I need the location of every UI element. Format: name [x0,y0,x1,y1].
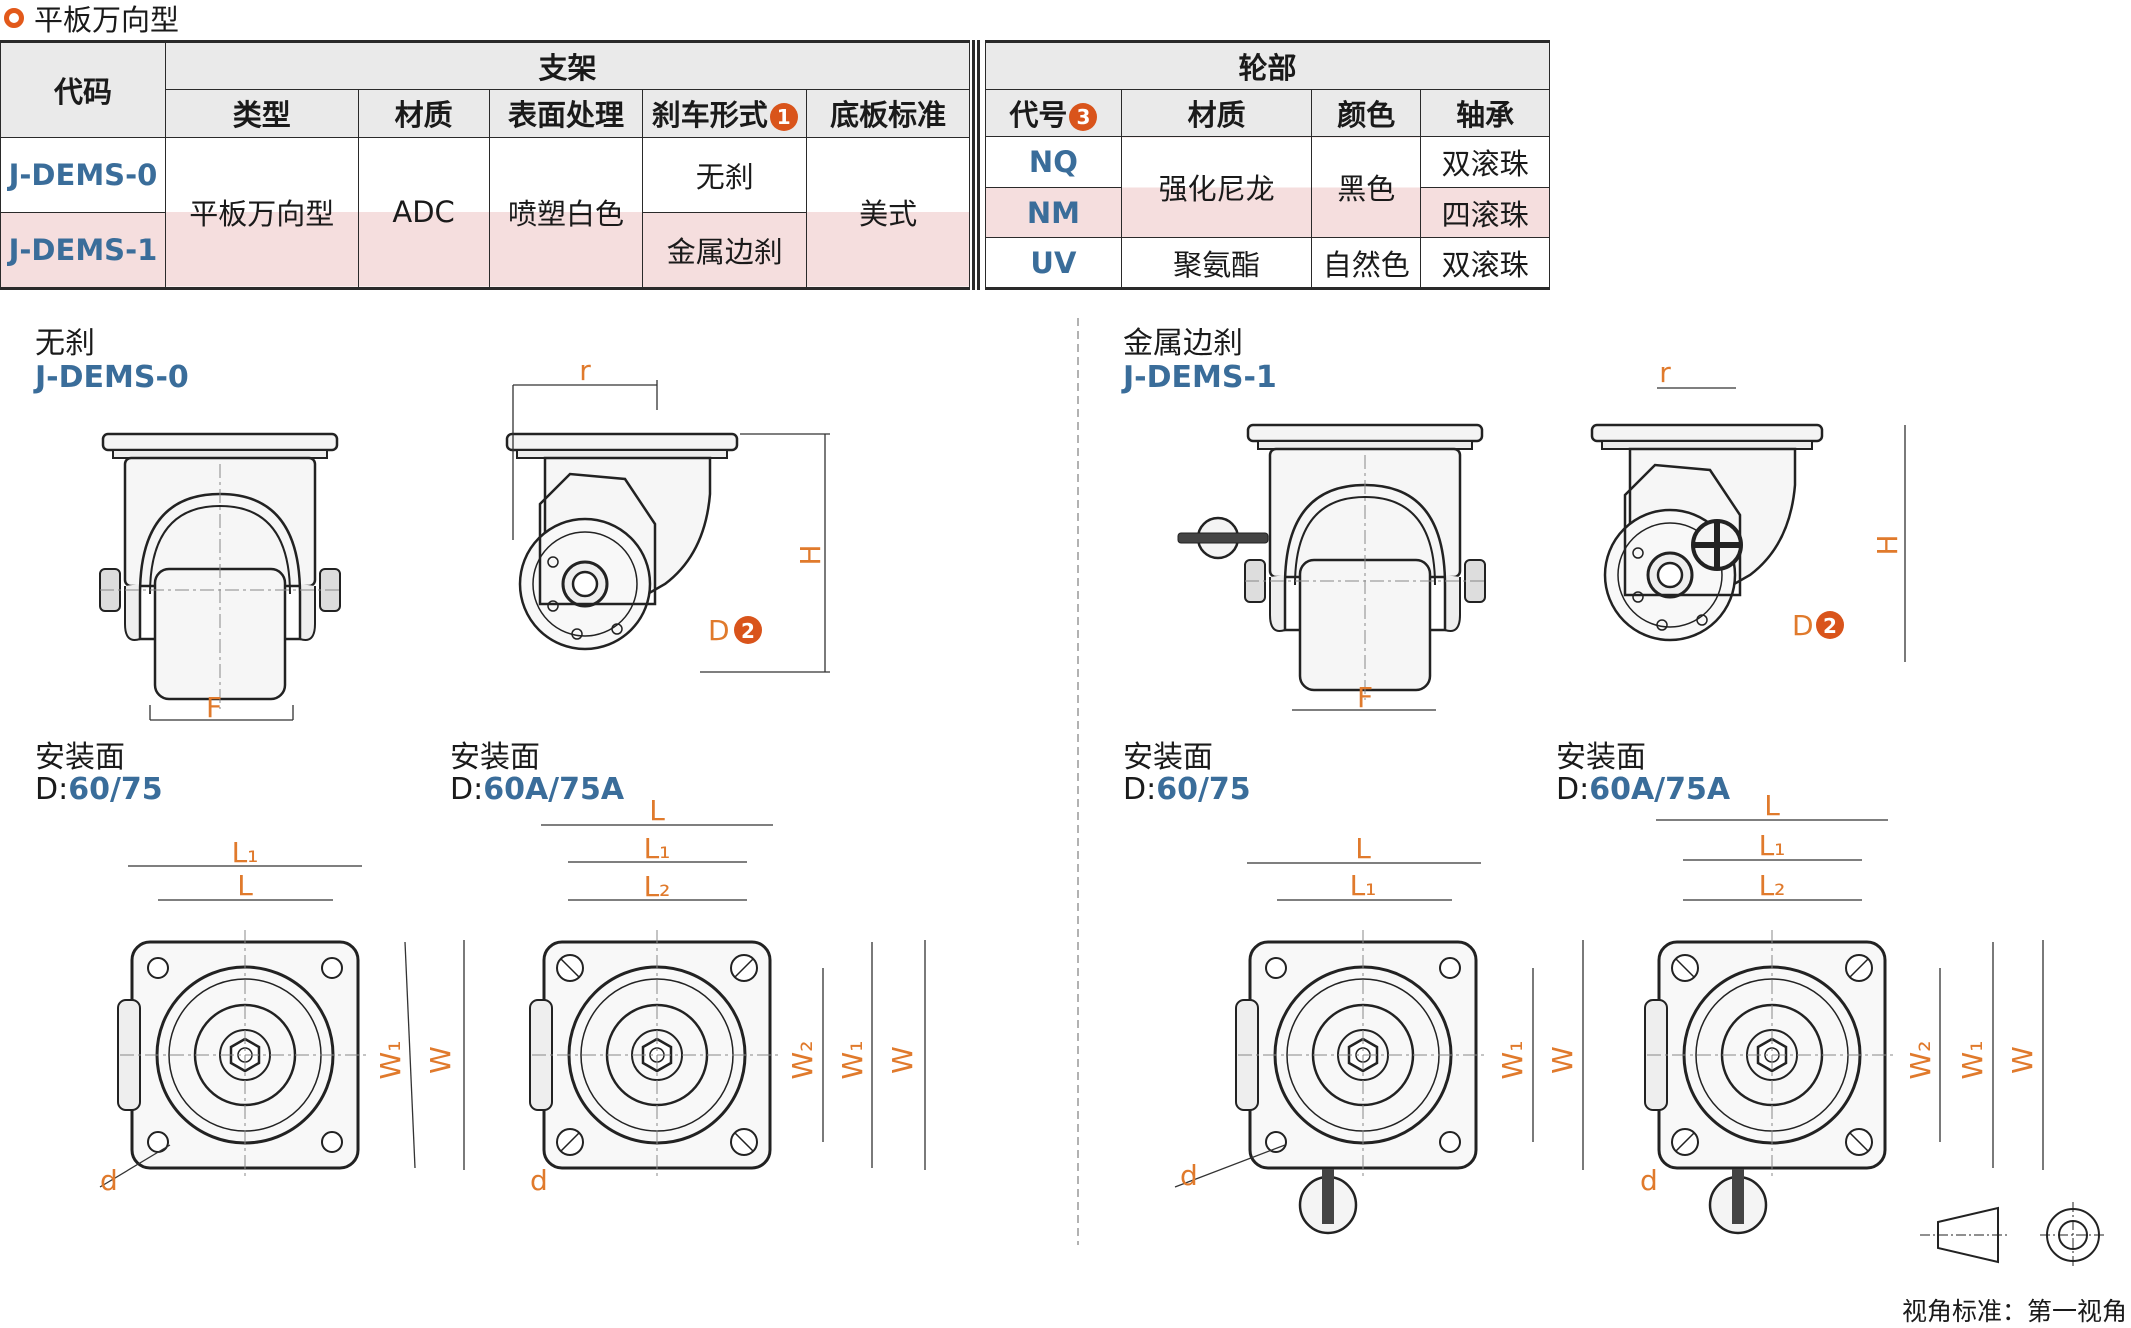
mount-values: 60/75 [68,772,163,807]
mount-values: 60/75 [1156,772,1251,807]
header-type: 类型 [164,88,359,138]
mount-size-a: D:60/75 [1123,772,1251,807]
table-divider [972,40,980,290]
material-cell: ADC [357,136,490,290]
dim-L1: L₁ [1759,829,1786,862]
plate-cell: 美式 [806,136,970,290]
dim-W: W [1546,1046,1579,1074]
code-cell: J-DEMS-0 [0,136,166,214]
header-wheel-material: 材质 [1120,88,1313,138]
mount-values: 60A/75A [483,772,625,807]
header-wheel-bearing: 轴承 [1420,88,1550,138]
note-badge-3: 3 [1069,102,1098,131]
wheel-bearing-cell: 双滚珠 [1420,237,1550,289]
mount-prefix: D: [450,772,484,807]
dim-L1: L₁ [644,832,671,865]
wheel-bearing-cell: 四滚珠 [1420,186,1550,239]
dim-W1: W₁ [1956,1041,1989,1080]
dim-L: L [649,794,665,827]
dim-W1: W₁ [836,1041,869,1080]
dim-W: W [2006,1046,2039,1074]
first-angle-projection-icon [1920,1202,2106,1268]
brake-lever [1177,516,1269,560]
dim-W1: W₁ [1496,1041,1529,1080]
dim-d: d [530,1164,548,1197]
dim-H: H [1871,534,1904,555]
wheel-material-cell: 聚氨酯 [1120,237,1313,289]
mount-values: 60A/75A [1589,772,1731,807]
mount-size-b: D:60A/75A [1556,772,1730,807]
wheel-color-cell: 自然色 [1311,237,1422,289]
type-cell: 平板万向型 [164,136,359,290]
dim-L2: L₂ [644,870,671,903]
header-wheel: 轮部 [985,41,1550,90]
surface-cell: 喷塑白色 [488,136,644,290]
dim-H: H [794,544,827,565]
dim-W2: W₂ [1904,1041,1937,1080]
dim-L2: L₂ [1759,869,1786,902]
mount-label: 安装面 [35,740,125,775]
header-material: 材质 [357,88,490,138]
note-badge-1: 1 [769,103,798,132]
dim-L1: L₁ [1350,869,1377,902]
header-code: 代码 [0,41,166,138]
mount-prefix: D: [35,772,69,807]
dim-d: d [1640,1164,1658,1197]
header-bracket: 支架 [164,41,971,90]
brake-cell: 金属边刹 [642,212,808,289]
wheel-bearing-cell: 双滚珠 [1420,136,1550,188]
dim-d: d [100,1164,118,1197]
wheel-material-cell: 强化尼龙 [1120,136,1313,239]
view-standard-label: 视角标准：第一视角 [1901,1297,2127,1326]
header-wheel-color: 颜色 [1311,88,1422,138]
dim-L: L [237,869,253,902]
mount-prefix: D: [1556,772,1590,807]
dim-F: F [1357,681,1373,714]
section-title: 平板万向型 [34,3,180,37]
dim-r: r [1659,356,1671,389]
mount-label: 安装面 [1123,740,1213,775]
wheel-code-cell: UV [985,237,1122,289]
mount-label: 安装面 [1556,740,1646,775]
code-cell: J-DEMS-1 [0,212,166,289]
dim-L: L [1764,789,1780,822]
mount-size-a: D:60/75 [35,772,163,807]
left-section-code: J-DEMS-0 [35,360,189,395]
note-badge-2: 2 2 [734,611,1844,644]
wheel-color-cell: 黑色 [1311,136,1422,239]
dim-W: W [424,1046,457,1074]
svg-text:2: 2 [1823,614,1837,638]
dim-W: W [886,1046,919,1074]
dim-r: r [579,354,591,387]
dim-D: D [708,614,730,647]
dim-d: d [1180,1159,1198,1192]
dim-D: D [1792,609,1814,642]
dim-W2: W₂ [786,1041,819,1080]
dim-F: F [206,691,222,724]
dim-W1: W₁ [374,1041,407,1080]
brake-knob [1691,519,1743,571]
wheel-code-cell: NQ [985,136,1122,188]
section-header: 平板万向型 [4,0,180,37]
header-surface: 表面处理 [488,88,644,138]
header-brake-label: 刹车形式 [651,98,768,133]
dim-L1: L₁ [232,836,259,869]
mount-prefix: D: [1123,772,1157,807]
mount-label: 安装面 [450,740,540,775]
header-wheel-code-label: 代号 [1009,97,1068,132]
svg-text:2: 2 [741,619,755,643]
left-section-title: 无刹 [35,326,95,361]
circle-bullet-icon [4,8,24,28]
right-section-code: J-DEMS-1 [1123,360,1277,395]
brake-cell: 无刹 [642,136,808,214]
mount-size-b: D:60A/75A [450,772,624,807]
header-plate: 底板标准 [806,88,970,138]
right-section-title: 金属边刹 [1123,326,1243,361]
wheel-code-cell: NM [985,186,1122,239]
dim-L: L [1355,832,1371,865]
